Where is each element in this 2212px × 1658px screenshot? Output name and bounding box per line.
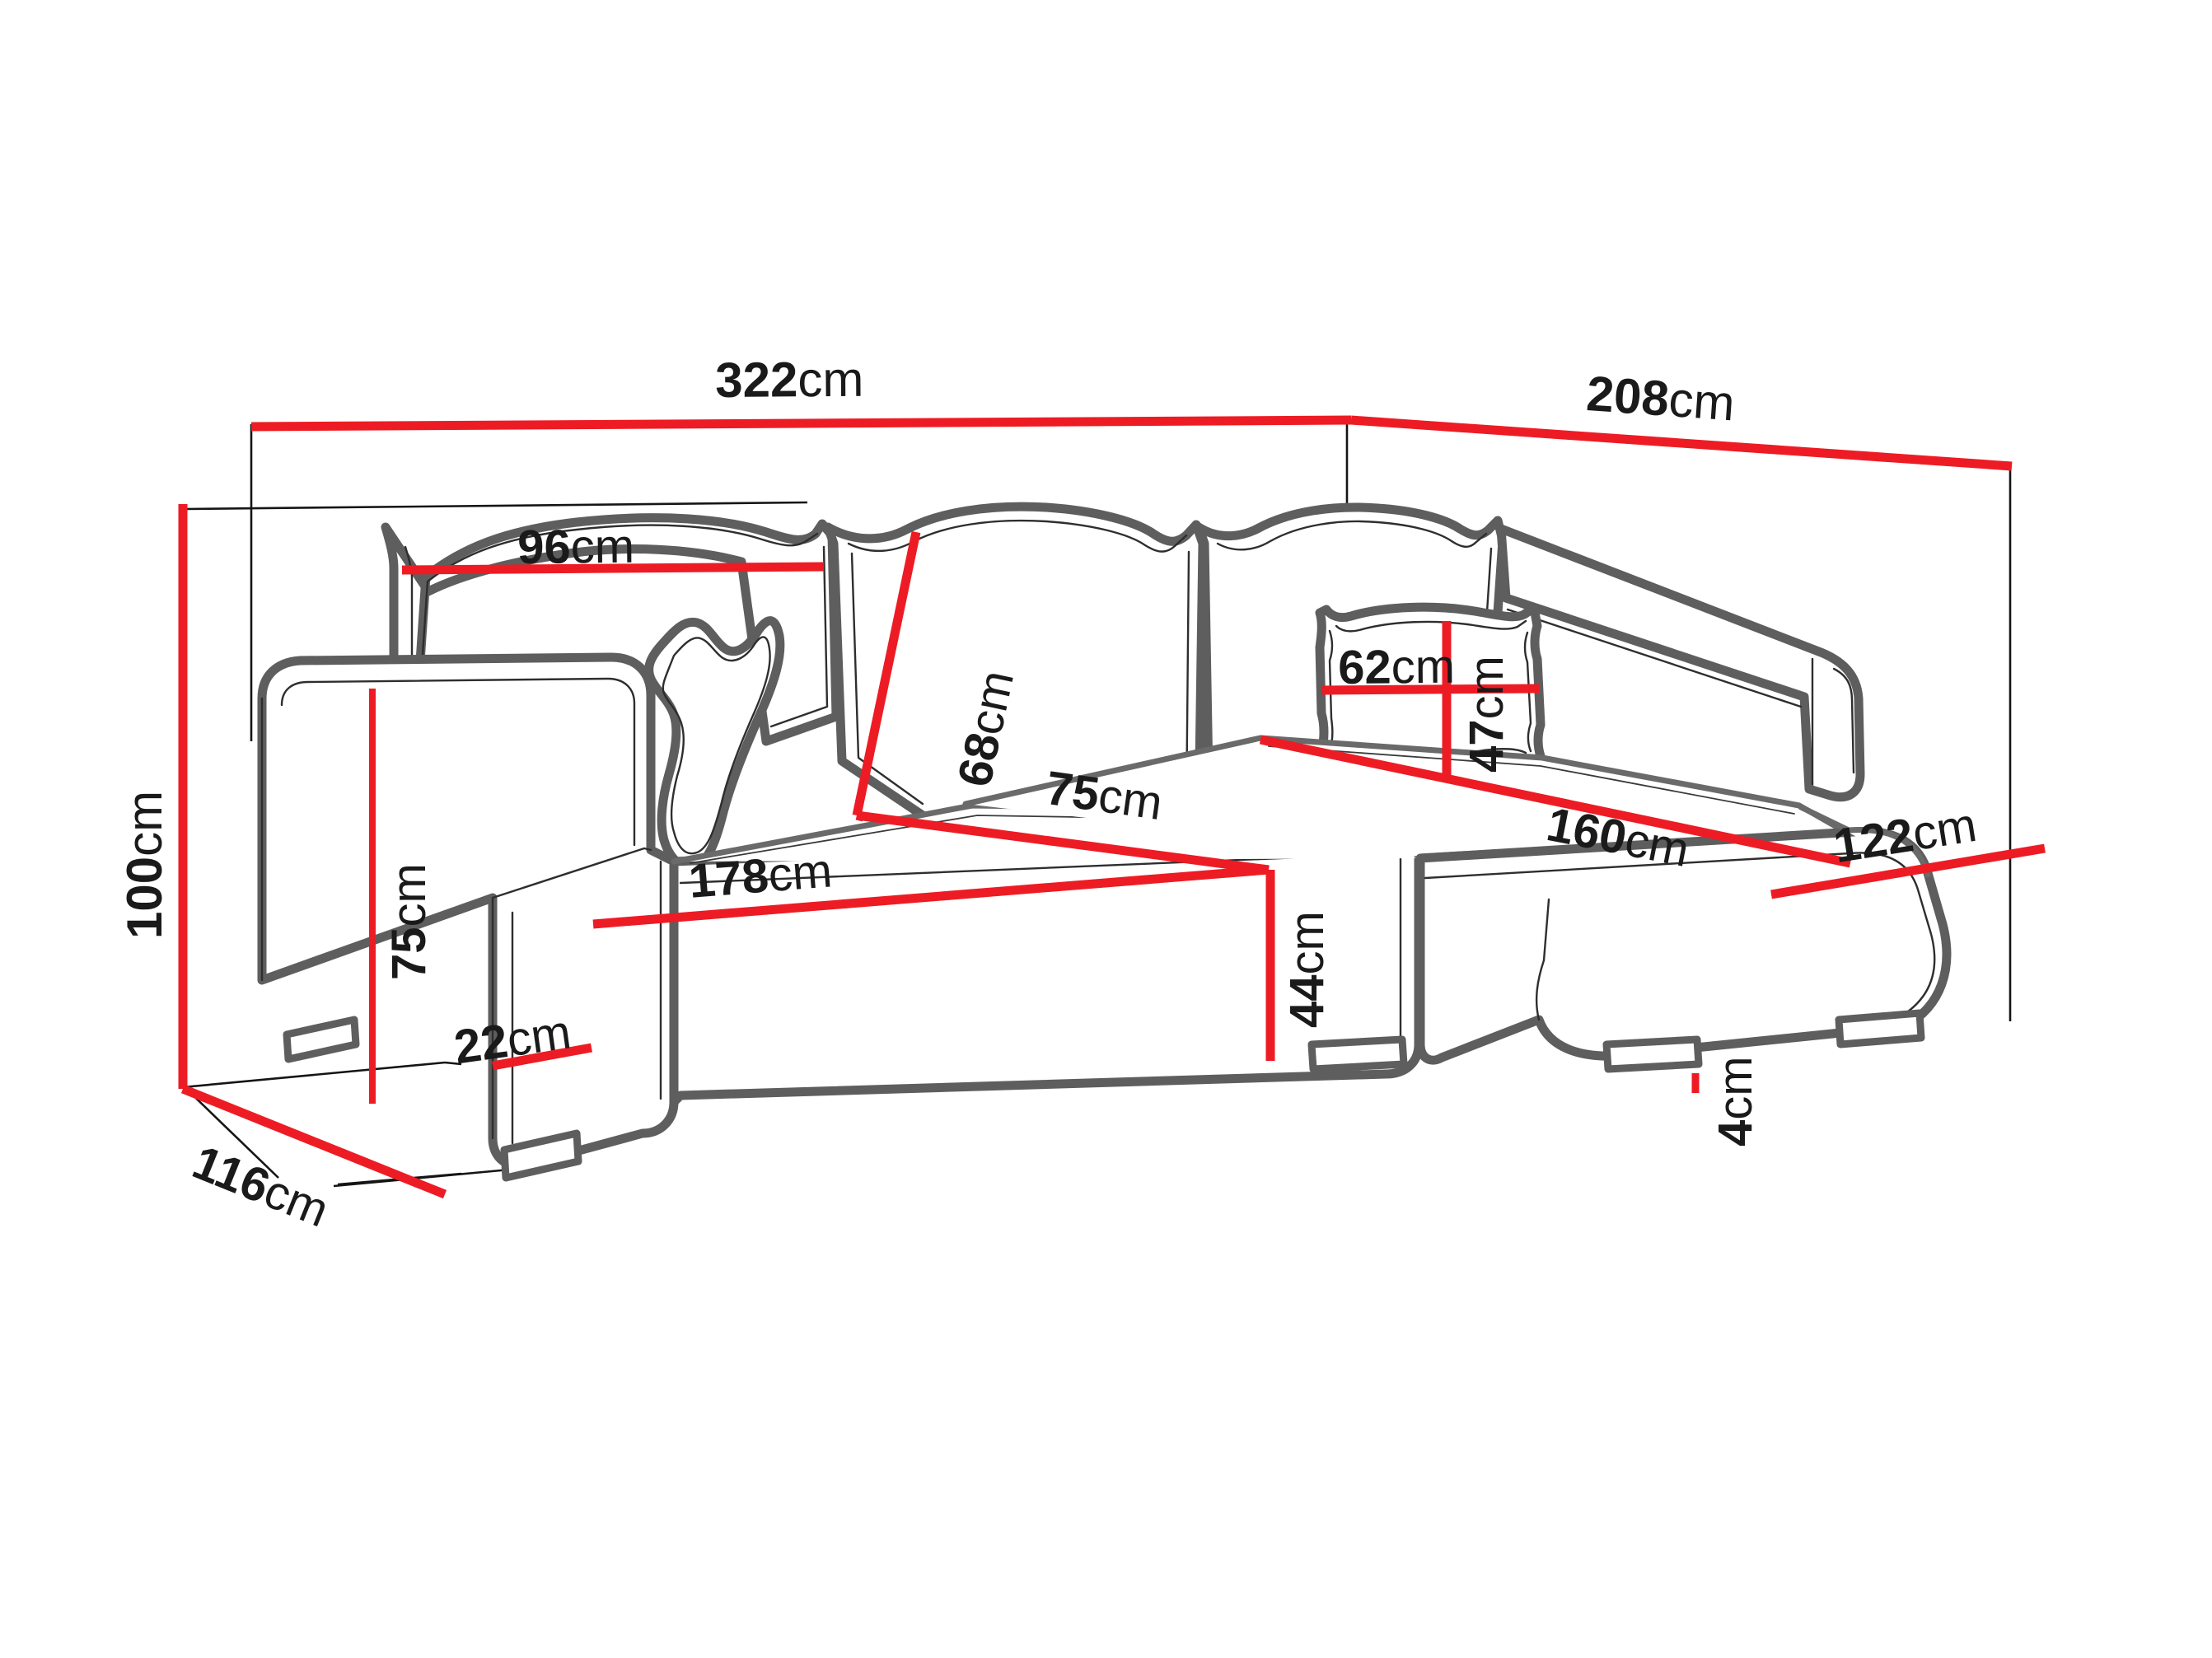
dimension-lines xyxy=(178,415,2046,1199)
back-cushion-left xyxy=(381,513,841,746)
dimline-armrest-width xyxy=(492,1043,592,1071)
dimline-overall-width xyxy=(250,415,1352,432)
dimension-label-seat-height: 44cm xyxy=(1280,911,1334,1028)
dimline-seat-depth xyxy=(856,810,1270,875)
chaise-end-arm xyxy=(1798,804,1931,878)
dimension-label-pillow-height: 47cm xyxy=(1460,656,1513,773)
dimline-back-cushion-width xyxy=(401,562,825,575)
sofa-body xyxy=(257,502,1952,1182)
dimension-label-overall-width: 322cm xyxy=(714,351,864,408)
dimension-label-overall-height: 100cm xyxy=(117,790,172,939)
dimension-label-leg-height: 4cm xyxy=(1709,1056,1762,1147)
dimline-overall-depth xyxy=(1350,415,2013,471)
dimline-sofa-depth xyxy=(180,1084,447,1199)
left-armrest xyxy=(257,652,679,1170)
dimension-label-armrest-height: 75cm xyxy=(382,863,436,980)
dimension-label-pillow-width: 62cm xyxy=(1337,639,1456,694)
dimline-pillow-width xyxy=(1321,684,1540,695)
decorative-pillow xyxy=(644,616,785,871)
chaise-backrest xyxy=(1496,524,1865,802)
dimension-label-back-cushion-width: 96cm xyxy=(517,519,635,574)
dimension-label-overall-depth: 208cm xyxy=(1584,366,1737,432)
dimension-label-seat-length: 178cm xyxy=(686,843,835,908)
legs xyxy=(283,1009,1925,1182)
dimline-chaise-length xyxy=(1259,735,1852,868)
dimline-chaise-width xyxy=(1770,843,2046,899)
dimline-back-cushion-height xyxy=(852,530,921,817)
dimline-seat-length xyxy=(592,865,1270,929)
